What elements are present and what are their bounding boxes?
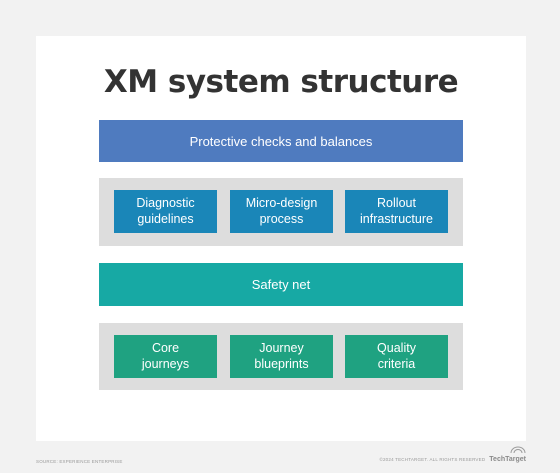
footer-brand-area: ©2024 TECHTARGET. ALL RIGHTS RESERVED Te…: [379, 456, 526, 463]
diagnostic-guidelines-box: Diagnostic guidelines: [114, 190, 217, 233]
safety-net-label: Safety net: [251, 277, 311, 292]
protective-checks-layer: Protective checks and balances: [99, 120, 463, 162]
protective-checks-label: Protective checks and balances: [189, 133, 373, 149]
brand-name: TechTarget: [489, 456, 526, 463]
lower-component-group: Core journeys Journey blueprints Quality…: [99, 323, 463, 390]
diagram-title: XM system structure: [103, 64, 459, 100]
diagram-card: XM system structure Protective checks an…: [36, 36, 526, 441]
safety-net-layer: Safety net: [99, 263, 463, 306]
source-note: SOURCE: EXPERIENCE ENTERPRISE: [36, 459, 123, 464]
journey-blueprints-box: Journey blueprints: [230, 335, 333, 378]
core-journeys-box: Core journeys: [114, 335, 217, 378]
upper-component-group: Diagnostic guidelines Micro-design proce…: [99, 178, 463, 246]
rollout-infrastructure-box: Rollout infrastructure: [345, 190, 448, 233]
copyright-note: ©2024 TECHTARGET. ALL RIGHTS RESERVED: [379, 457, 486, 462]
quality-criteria-box: Quality criteria: [345, 335, 448, 378]
micro-design-process-box: Micro-design process: [230, 190, 333, 233]
techtarget-logo-icon: [510, 446, 526, 454]
